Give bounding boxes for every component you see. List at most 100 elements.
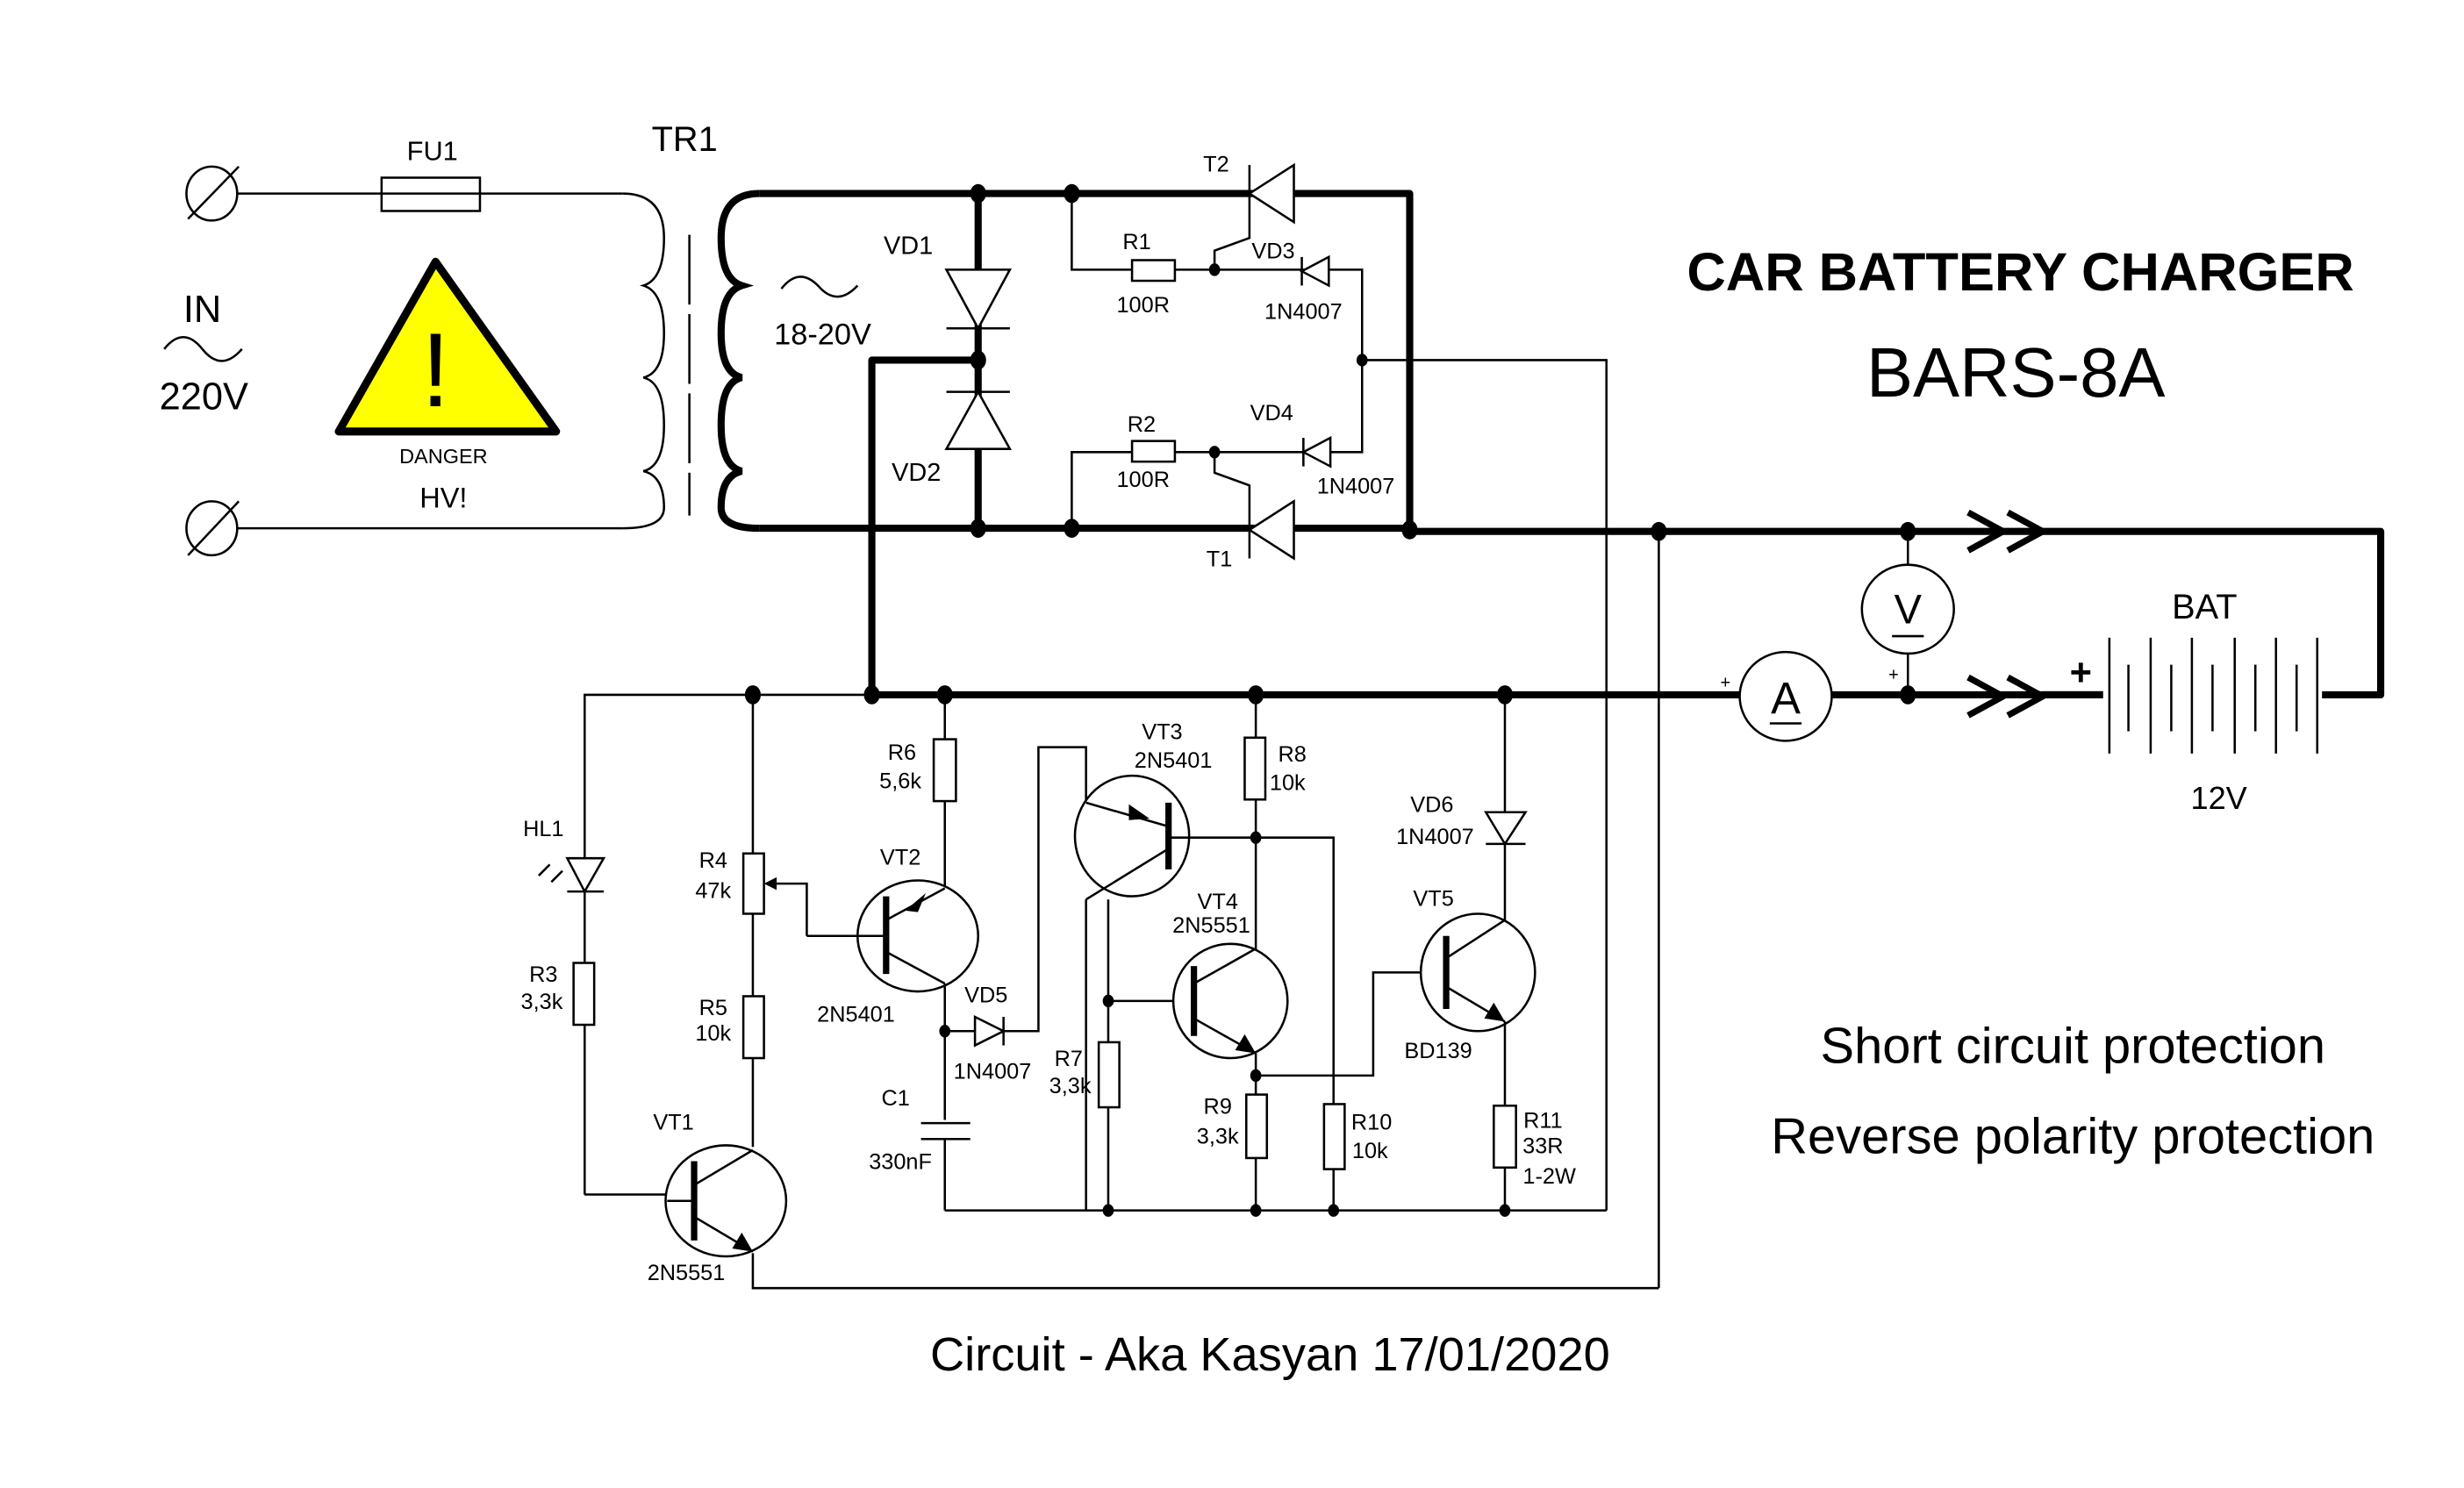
diode-vd2 <box>944 389 1013 450</box>
transistor-vt3 <box>1073 774 1257 901</box>
led-hl1 <box>537 856 606 894</box>
voltmeter-plus: + <box>1888 666 1899 685</box>
vd6-ref: VD6 <box>1410 793 1453 818</box>
r11-power: 1-2W <box>1522 1164 1576 1189</box>
secondary-ac-icon <box>780 275 859 298</box>
warning-glyph: ! <box>421 312 450 429</box>
resistor-r7 <box>1097 1041 1121 1109</box>
r1-ref: R1 <box>1122 230 1150 254</box>
r4-value: 47k <box>695 878 731 903</box>
r3-ref: R3 <box>529 962 557 987</box>
vt2-part: 2N5401 <box>817 1002 895 1027</box>
resistor-r1 <box>1130 259 1177 283</box>
danger-label: DANGER <box>399 445 488 468</box>
vd3-part: 1N4007 <box>1264 299 1343 324</box>
r6-ref: R6 <box>888 740 916 765</box>
r8-value: 10k <box>1270 770 1306 795</box>
r10-ref: R10 <box>1351 1110 1392 1134</box>
output-connector-positive-icon <box>1966 674 2046 719</box>
resistor-r9 <box>1245 1093 1269 1160</box>
capacitor-c1 <box>920 1121 971 1141</box>
secondary-voltage: 18-20V <box>774 318 871 351</box>
ammeter: A <box>1738 650 1833 742</box>
hl1-ref: HL1 <box>523 817 563 841</box>
vd1-ref: VD1 <box>884 232 933 260</box>
battery-plus: + <box>2070 652 2092 694</box>
vt5-ref: VT5 <box>1413 886 1453 911</box>
battery-ref: BAT <box>2172 588 2237 626</box>
voltmeter: V <box>1860 563 1955 655</box>
r5-ref: R5 <box>699 996 727 1020</box>
resistor-r3 <box>572 962 596 1027</box>
r4-ref: R4 <box>699 848 727 873</box>
potentiometer-r4 <box>741 852 765 915</box>
model-name: BARS-8A <box>1866 333 2165 411</box>
input-terminal-bottom <box>185 500 240 557</box>
vd6-part: 1N4007 <box>1396 825 1474 849</box>
resistor-r2 <box>1130 440 1177 463</box>
input-terminal-top <box>185 165 240 222</box>
r8-ref: R8 <box>1279 742 1307 767</box>
r9-value: 3,3k <box>1197 1125 1239 1149</box>
vd4-ref: VD4 <box>1250 401 1293 426</box>
c1-value: 330nF <box>869 1150 932 1175</box>
battery-bat <box>2108 637 2319 754</box>
r11-ref: R11 <box>1523 1109 1563 1134</box>
r1-value: 100R <box>1117 293 1170 318</box>
transistor-vt4 <box>1171 942 1289 1060</box>
vt5-part: BD139 <box>1404 1039 1472 1063</box>
transformer-tr1 <box>622 190 760 533</box>
ac-symbol-icon <box>163 335 243 362</box>
r3-value: 3,3k <box>521 990 563 1014</box>
r7-value: 3,3k <box>1049 1074 1092 1098</box>
diode-vd1 <box>944 268 1012 331</box>
feature-short-circuit: Short circuit protection <box>1821 1018 2325 1074</box>
vd2-ref: VD2 <box>892 459 941 487</box>
r2-value: 100R <box>1117 468 1170 492</box>
transformer-ref: TR1 <box>652 120 718 159</box>
diode-vd5 <box>973 1014 1006 1048</box>
t2-ref: T2 <box>1203 152 1229 176</box>
vt2-ref: VT2 <box>880 845 920 869</box>
vt1-ref: VT1 <box>653 1110 693 1134</box>
danger-warning-icon: ! <box>334 257 561 436</box>
thyristor-t2 <box>1213 162 1295 270</box>
vd5-part: 1N4007 <box>954 1060 1032 1084</box>
voltmeter-symbol: V <box>1895 586 1923 633</box>
vd4-part: 1N4007 <box>1317 474 1395 498</box>
credit-line: Circuit - Aka Kasyan 17/01/2020 <box>930 1328 1610 1381</box>
r9-ref: R9 <box>1204 1094 1232 1119</box>
t1-ref: T1 <box>1207 547 1233 571</box>
input-label: IN <box>183 289 221 331</box>
schematic-title: CAR BATTERY CHARGER <box>1687 242 2353 303</box>
r5-value: 10k <box>695 1021 731 1046</box>
vt3-ref: VT3 <box>1142 720 1182 745</box>
resistor-r6 <box>932 738 957 803</box>
vt1-part: 2N5551 <box>648 1261 726 1285</box>
input-voltage: 220V <box>160 376 248 418</box>
output-connector-negative-icon <box>1966 509 2046 554</box>
c1-ref: C1 <box>882 1086 910 1111</box>
vt4-part: 2N5551 <box>1172 913 1250 938</box>
diode-vd6 <box>1484 811 1528 847</box>
r11-value: 33R <box>1522 1134 1563 1158</box>
transistor-vt5 <box>1419 912 1536 1033</box>
resistor-r8 <box>1243 736 1267 801</box>
thyristor-t1 <box>1213 452 1295 561</box>
vd5-ref: VD5 <box>964 984 1007 1008</box>
battery-voltage: 12V <box>2190 780 2246 816</box>
r10-value: 10k <box>1352 1139 1388 1163</box>
r6-value: 5,6k <box>879 769 921 794</box>
vt4-ref: VT4 <box>1198 890 1238 914</box>
hv-label: HV! <box>419 483 467 514</box>
ammeter-plus: + <box>1721 674 1731 693</box>
fuse-ref: FU1 <box>407 136 458 167</box>
diode-vd3 <box>1299 254 1330 288</box>
diode-vd4 <box>1300 435 1332 469</box>
feature-reverse-polarity: Reverse polarity protection <box>1771 1108 2374 1164</box>
r7-ref: R7 <box>1055 1047 1083 1071</box>
junction-dots <box>744 183 1916 1217</box>
ammeter-symbol: A <box>1771 674 1801 724</box>
resistor-r5 <box>741 995 765 1060</box>
